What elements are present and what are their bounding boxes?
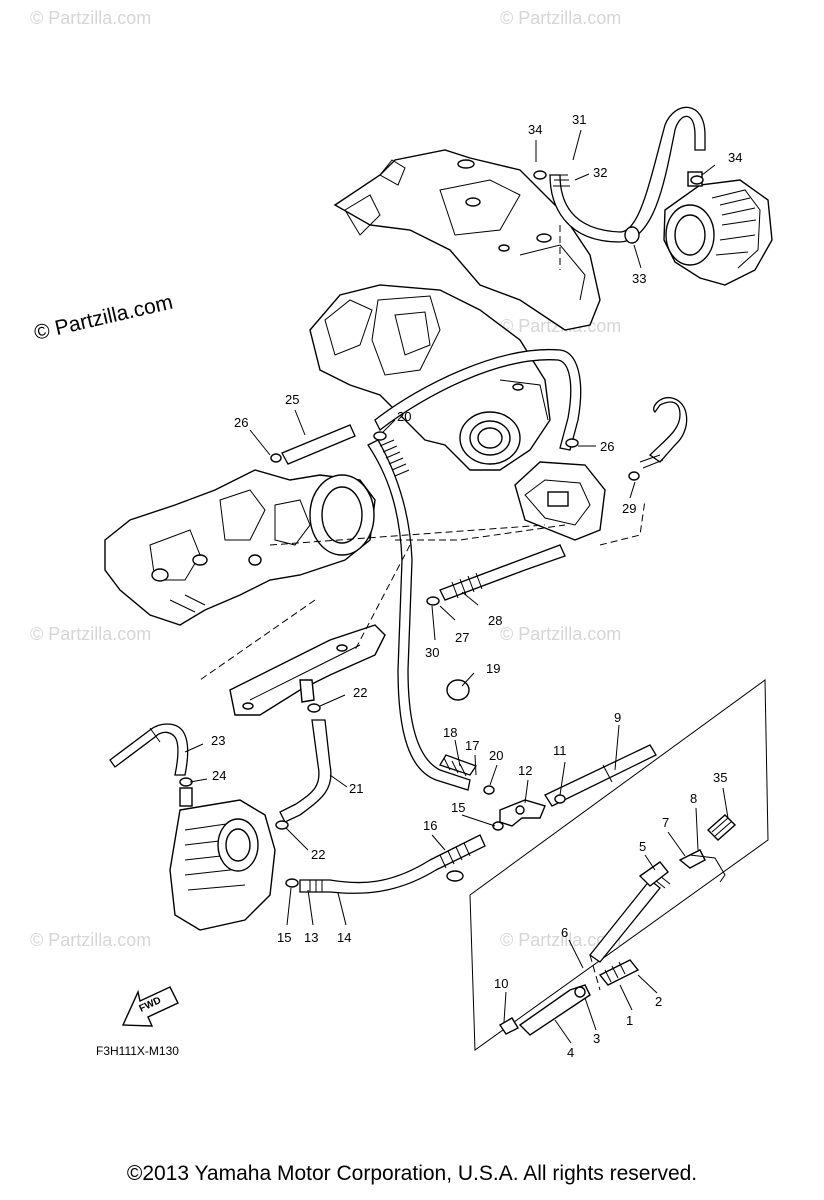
callout-10: 10: [494, 976, 508, 991]
long-hose-20: [367, 439, 471, 791]
hose-21: [279, 719, 332, 823]
callout-27: 27: [455, 630, 469, 645]
callout-20: 20: [397, 409, 411, 424]
callout-35: 35: [713, 770, 727, 785]
hose-9: [544, 744, 657, 807]
oil-pump: [169, 787, 276, 931]
callout-25: 25: [285, 392, 299, 407]
callout-22: 22: [311, 847, 325, 862]
manifold: [229, 624, 386, 716]
hose-23: [109, 723, 189, 776]
return-hose: [374, 348, 582, 451]
leader-lines: [184, 129, 729, 1044]
reference-lines: [199, 225, 646, 991]
callout-34: 34: [528, 122, 542, 137]
callout-20: 20: [489, 748, 503, 763]
callout-15: 15: [277, 930, 291, 945]
watermark: © Partzilla.com: [30, 930, 151, 950]
hose-28: [439, 544, 566, 601]
breather-hose-31: [549, 106, 706, 243]
callout-18: 18: [443, 725, 457, 740]
detail-box: [469, 679, 769, 1051]
watermark: © Partzilla.com: [30, 8, 151, 28]
callout-4: 4: [567, 1045, 574, 1060]
callout-31: 31: [572, 112, 586, 127]
fitting-assembly: [499, 814, 737, 1036]
callout-2: 2: [655, 994, 662, 1009]
callout-26: 26: [600, 439, 614, 454]
callout-24: 24: [212, 768, 226, 783]
engine-block: [104, 469, 376, 626]
intake-assembly: [309, 284, 551, 471]
callout-30: 30: [425, 645, 439, 660]
callout-19: 19: [486, 661, 500, 676]
callout-17: 17: [465, 738, 479, 753]
callout-13: 13: [304, 930, 318, 945]
callout-28: 28: [488, 613, 502, 628]
engine-top-cover: [333, 149, 601, 331]
copyright-notice: ©2013 Yamaha Motor Corporation, U.S.A. A…: [126, 1162, 698, 1185]
callout-9: 9: [614, 710, 621, 725]
callout-33: 33: [632, 271, 646, 286]
watermark: © Partzilla.com: [500, 624, 621, 644]
callout-15: 15: [451, 800, 465, 815]
hose-25: [281, 424, 356, 465]
clamps: [179, 170, 704, 888]
callout-16: 16: [423, 818, 437, 833]
watermark-main: © Partzilla.com: [32, 291, 175, 345]
callout-34: 34: [728, 150, 742, 165]
diagram-code: F3H111X-M130: [96, 1044, 179, 1058]
callouts: 34 31 32 34 33 25 26 20 26 29 28 27 30 1…: [211, 112, 742, 1060]
air-box: [663, 171, 773, 286]
hose-14: [299, 834, 486, 894]
callout-29: 29: [622, 501, 636, 516]
callout-7: 7: [662, 815, 669, 830]
fwd-arrow: FWD: [121, 986, 179, 1027]
callout-21: 21: [349, 781, 363, 796]
callout-26: 26: [234, 415, 248, 430]
callout-5: 5: [639, 839, 646, 854]
watermark: © Partzilla.com: [500, 8, 621, 28]
callout-3: 3: [593, 1031, 600, 1046]
callout-23: 23: [211, 733, 225, 748]
callout-12: 12: [518, 763, 532, 778]
callout-1: 1: [626, 1013, 633, 1028]
callout-32: 32: [593, 165, 607, 180]
callout-6: 6: [561, 925, 568, 940]
callout-11: 11: [553, 743, 567, 758]
callout-22: 22: [353, 685, 367, 700]
callout-14: 14: [337, 930, 351, 945]
callout-8: 8: [690, 791, 697, 806]
watermark: © Partzilla.com: [30, 624, 151, 644]
bracket: [514, 396, 688, 541]
watermark: © Partzilla.com: [500, 930, 621, 950]
